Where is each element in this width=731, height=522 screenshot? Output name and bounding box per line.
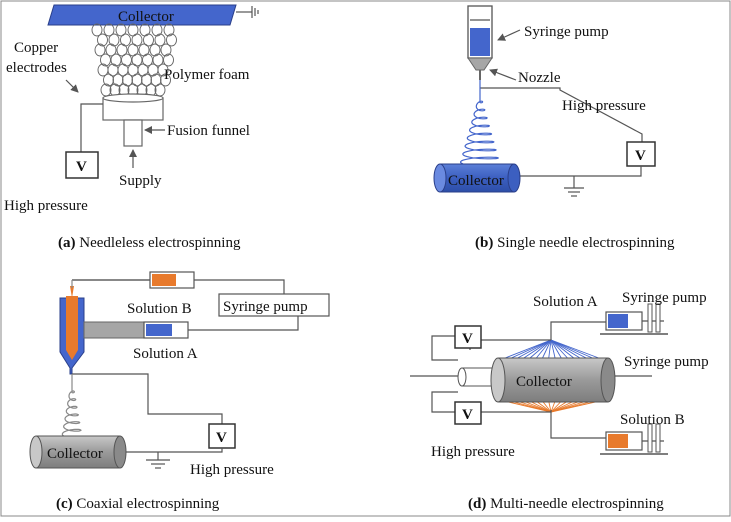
- panel-c-coaxial: Solution B Syringe pump Solution A Colle…: [29, 271, 330, 512]
- panel-d-syringe-pump-mid-label: Syringe pump: [624, 354, 709, 370]
- panel-c-voltmeter: [208, 423, 236, 449]
- panel-c-fiber-jet: [61, 374, 82, 440]
- panel-a-caption: (a) Needleless electrospinning: [58, 235, 241, 251]
- panel-b-ground-icon: [564, 176, 584, 197]
- panel-b-nozzle-arrow: [489, 68, 517, 81]
- panel-d-high-pressure-label: High pressure: [431, 444, 515, 460]
- panel-b-syringe-pump-label: Syringe pump: [524, 24, 609, 40]
- panel-b-voltmeter-label: V: [635, 148, 646, 164]
- panel-a-copper-label-2: electrodes: [6, 60, 67, 76]
- panel-a-high-pressure-label: High pressure: [4, 198, 88, 214]
- panel-a-voltmeter-label: V: [76, 159, 87, 175]
- panel-b-collector-label: Collector: [448, 173, 504, 189]
- panel-c-high-pressure-label: High pressure: [190, 462, 274, 478]
- panel-d-syringe-pump-b: [600, 423, 668, 455]
- panel-d-solution-a-label: Solution A: [533, 294, 598, 310]
- panel-d-wire-a: [550, 321, 606, 340]
- panel-a-fusion-funnel-label: Fusion funnel: [167, 123, 250, 139]
- panel-c-syringe-pump-box: [218, 293, 330, 317]
- panel-b-high-pressure-label: High pressure: [562, 98, 646, 114]
- panel-c-solution-b-fill: [152, 274, 176, 286]
- panel-d-left-circuit-top: [431, 335, 458, 361]
- panel-d-collector: [490, 357, 616, 403]
- panel-b-collector: [433, 163, 521, 193]
- panel-a-supply-label: Supply: [119, 173, 162, 189]
- panel-c-wire-bottom: [126, 448, 223, 453]
- panel-d-wire-b: [550, 410, 606, 439]
- panel-b-single-needle: Syringe pump Nozzle High pressure V Coll…: [433, 5, 675, 251]
- panel-d-left-circuit-bottom: [431, 391, 458, 413]
- panel-a-polymer-foam: [91, 23, 177, 97]
- panel-a-copper-arrow: [65, 79, 79, 93]
- panel-c-solution-b-label: Solution B: [127, 301, 192, 317]
- panel-a-fusion-funnel-stem: [123, 119, 143, 147]
- panel-b-voltmeter: [626, 141, 656, 167]
- panel-b-fiber-jet: [459, 80, 499, 168]
- panel-d-voltmeter-bottom-label: V: [462, 407, 473, 423]
- panel-d-syringe-pump-top-label: Syringe pump: [622, 290, 707, 306]
- panel-a-copper-label-1: Copper: [14, 40, 58, 56]
- panel-b-nozzle-label: Nozzle: [518, 70, 561, 86]
- panel-d-solution-b-label: Solution B: [620, 412, 685, 428]
- panel-d-syringe-pump-a: [600, 303, 668, 335]
- panel-a-polymer-foam-label: Polymer foam: [164, 67, 250, 83]
- panel-c-solution-a-label: Solution A: [133, 346, 198, 362]
- panel-a-electrode-wire: [80, 103, 103, 152]
- panel-c-nozzle-core: [66, 296, 78, 360]
- panel-c-voltmeter-label: V: [216, 430, 227, 446]
- panel-d-voltmeter-top: [454, 325, 482, 349]
- panel-c-solution-a-fill: [146, 324, 172, 336]
- panel-c-wire-top: [72, 373, 223, 424]
- panel-a-collector-bar: [47, 4, 237, 26]
- panel-a-ground-icon: [236, 6, 259, 18]
- panel-c-caption: (c) Coaxial electrospinning: [56, 496, 220, 512]
- panel-b-syringe-solution: [470, 28, 490, 56]
- panel-c-syringe-pump-label: Syringe pump: [223, 299, 308, 315]
- panel-a-collector-label: Collector: [118, 9, 174, 25]
- panel-d-caption: (d) Multi-needle electrospinning: [468, 496, 664, 512]
- panel-d-voltmeter-top-label: V: [462, 331, 473, 347]
- panel-d-collector-label: Collector: [516, 374, 572, 390]
- panel-a-voltmeter: [65, 151, 99, 179]
- panel-b-pump-arrow: [497, 29, 521, 41]
- panel-d-multi-needle: V V Collector Syringe pump Solution A Sy…: [410, 290, 709, 512]
- panel-b-caption: (b) Single needle electrospinning: [475, 235, 675, 251]
- panel-c-ground-icon: [146, 452, 170, 469]
- panel-d-voltmeter-bottom: [454, 401, 482, 425]
- panel-c-collector-label: Collector: [47, 446, 103, 462]
- panel-b-nozzle: [467, 57, 493, 71]
- panel-b-wire-bottom: [512, 166, 642, 177]
- panel-a-needleless: Collector Supply Fusion funnel Polymer f…: [4, 4, 259, 251]
- panel-d-fibers-blue: [499, 339, 605, 361]
- panel-b-wire-top: [480, 87, 643, 142]
